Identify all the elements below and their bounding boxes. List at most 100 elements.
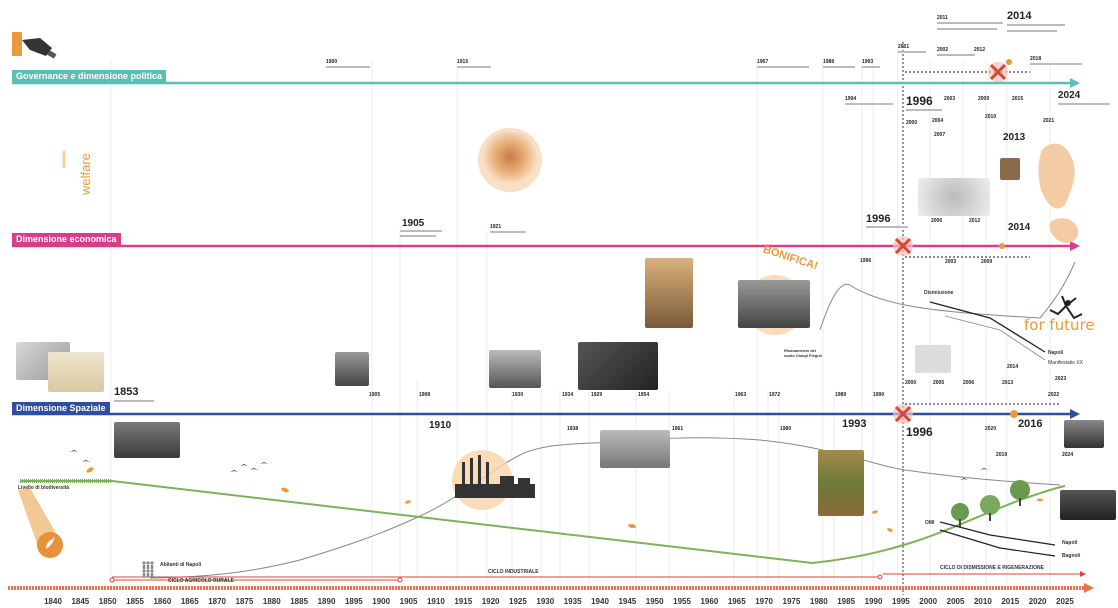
sp-year-1954: 1954 (638, 392, 650, 398)
time-axis-tick: 1940 (591, 597, 609, 606)
spaziale-arrowhead (1070, 409, 1080, 419)
cycle-agricolo-label: CICLO AGRICOLO RURALE (168, 578, 234, 584)
napoli-sp-label: Napoli (1062, 540, 1078, 546)
time-axis-tick: 1900 (372, 597, 391, 606)
sp-year-1910: 1910 (429, 420, 452, 431)
time-axis-tick: 1870 (208, 597, 226, 606)
gov-year-2014: 2014 (1007, 10, 1032, 22)
sp-year-1929: 1929 (591, 392, 603, 398)
time-axis-tick: 1925 (509, 597, 527, 606)
sp-year-2022: 2022 (1048, 392, 1060, 398)
time-axis-tick: 1980 (809, 597, 828, 606)
for-future-label: for future (1024, 316, 1095, 334)
gavel-icon (12, 32, 57, 59)
eco-year-1921: 1921 (490, 224, 502, 230)
sp-year-1905: 1905 (369, 392, 381, 398)
gov-year-1967: 1967 (757, 59, 769, 65)
sp-year-1934: 1934 (562, 392, 574, 398)
welfare-chevrons: »»»»»» (60, 150, 67, 168)
gov-year-1994: 1994 (845, 96, 857, 102)
economica-arrowhead (1070, 241, 1080, 251)
sp-year-1963: 1963 (735, 392, 747, 398)
campi-flegrei-map (1049, 218, 1079, 243)
gov-year-1993: 1993 (862, 59, 874, 65)
dismissione-label: Dismissione (924, 290, 954, 296)
sp-year-1972: 1972 (769, 392, 781, 398)
risanamento-label: Risanamento del suolo Campi Flegrei (784, 348, 823, 358)
sp-year-1930: 1930 (512, 392, 524, 398)
time-axis-tick: 2015 (1001, 597, 1020, 606)
time-axis-tick: 2025 (1056, 597, 1074, 606)
time-axis-tick: 1915 (454, 597, 473, 606)
sp-black-line-1 (939, 521, 1056, 546)
eco-year-1996b: 1996 (860, 258, 872, 264)
manifestatio-label: Manifestatio XX (1048, 360, 1084, 366)
time-axis-tick: 2010 (973, 597, 992, 606)
gov-year-2011: 2011 (937, 15, 948, 21)
economy-factory-sketch (480, 132, 540, 182)
orange-year-dots (999, 59, 1018, 418)
gov-year-2002: 2002 (937, 47, 949, 53)
time-axis-tick: 1990 (864, 597, 883, 606)
sp-year-2006: 2006 (963, 380, 975, 386)
time-axis-tick: 1910 (426, 597, 445, 606)
time-axis-tick: 1965 (727, 597, 746, 606)
sp-year-2024: 2024 (1062, 452, 1074, 458)
gov-year-2013: 2013 (1003, 132, 1026, 143)
sp-year-1853: 1853 (114, 386, 139, 398)
jumping-figure (1049, 295, 1083, 320)
gov-year-2012: 2012 (974, 47, 986, 53)
gov-year-1900: 1900 (326, 59, 338, 65)
time-axis-tick: 2005 (946, 597, 965, 606)
people-icon (142, 561, 154, 577)
cycle-dismissione-label: CICLO DI DISMISSIONE E RIGENERAZIONE (940, 565, 1044, 571)
gov-year-2009: 2009 (978, 96, 990, 102)
sp-year-1989: 1989 (835, 392, 847, 398)
sp-year-2023: 2023 (1055, 376, 1067, 382)
sp-black-line-2 (939, 529, 1056, 557)
welfare-label: welfare (78, 153, 93, 195)
time-axis-tick: 1885 (290, 597, 309, 606)
crossed-out-markers (893, 62, 1008, 424)
time-axis-tick: 1880 (262, 597, 281, 606)
time-axis-tick: 1935 (563, 597, 582, 606)
trees (951, 480, 1030, 527)
dismissione-line (929, 301, 1046, 353)
time-axis-tick: 2000 (919, 597, 938, 606)
sp-year-2019: 2019 (996, 452, 1008, 458)
sp-year-1961: 1961 (672, 426, 684, 432)
sp-year-1990: 1990 (873, 392, 885, 398)
small-photo-2013 (1000, 158, 1020, 180)
sp-year-1938: 1938 (567, 426, 579, 432)
sp-year-2016: 2016 (1018, 418, 1043, 430)
field-photo-1993 (818, 450, 864, 516)
sp-year-2013: 2013 (1002, 380, 1014, 386)
eco-year-2014: 2014 (1008, 222, 1031, 233)
omi-label: OMI (925, 520, 935, 526)
post-1995-dotted-segments (905, 71, 1060, 405)
cattle-photo (48, 352, 104, 392)
small-photo-2014-a (1064, 420, 1104, 448)
eco-year-2012: 2012 (969, 218, 981, 224)
economica-band-label: Dimensione economica (12, 233, 121, 245)
time-axis-arrowhead (1084, 583, 1094, 593)
bagnoli-demolition-photo (738, 280, 810, 328)
time-axis-tick: 1920 (481, 597, 500, 606)
leaf-spotlight-icon (18, 488, 63, 558)
landscape-photo-1853 (114, 422, 180, 458)
time-axis-tick: 1950 (645, 597, 664, 606)
time-axis-tick: 1895 (344, 597, 363, 606)
sp-year-2000: 2000 (905, 380, 917, 386)
sp-year-2014: 2014 (1007, 364, 1019, 370)
eco-year-2003: 2003 (945, 259, 957, 265)
time-axis-tick: 1930 (536, 597, 555, 606)
gov-year-2021: 2021 (1043, 118, 1055, 124)
time-axis-tick: 1960 (700, 597, 719, 606)
time-axis-tick: 1845 (71, 597, 90, 606)
eco-secondary-line (944, 315, 1046, 361)
gov-year-2010: 2010 (985, 114, 997, 120)
sp-year-1996: 1996 (906, 425, 933, 439)
industrial-photo-1920 (489, 350, 541, 388)
